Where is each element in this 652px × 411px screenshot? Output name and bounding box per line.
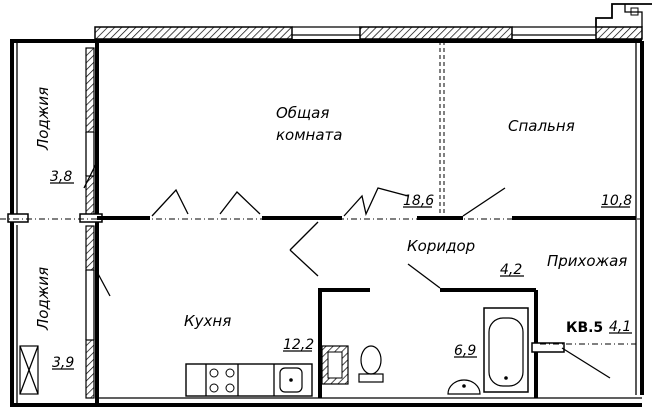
wash-basin	[447, 379, 481, 395]
toilet	[358, 345, 384, 383]
loggia-room-wall	[79, 41, 111, 405]
apartment-number: КВ.5	[566, 320, 603, 336]
loggia-top-name: Лоджия	[34, 87, 52, 151]
kitchen-name: Кухня	[184, 312, 231, 330]
bathtub	[483, 307, 529, 393]
top-exterior-wall	[94, 26, 643, 43]
bathroom-walls	[318, 263, 636, 398]
kitchen-counter	[185, 363, 313, 397]
corner-notch	[595, 3, 652, 27]
bottom-wall	[10, 397, 642, 407]
loggia-box	[19, 345, 39, 395]
corridor-area: 4,2	[500, 262, 522, 278]
kitchen-area: 12,2	[283, 337, 314, 353]
loggia-bottom-name: Лоджия	[34, 267, 52, 331]
bedroom-divider	[439, 41, 445, 218]
right-exterior-wall	[635, 41, 644, 395]
vent-shaft	[321, 345, 349, 385]
bathroom-label: 6,9	[454, 343, 477, 359]
hallway-label: Прихожая 4,1	[547, 252, 632, 335]
loggia-top-area: 3,8	[50, 169, 72, 185]
living-room-name-line1: Общая	[276, 104, 329, 122]
living-room-label: Общая комната 18,6	[276, 104, 434, 209]
bedroom-name: Спальня	[508, 117, 575, 135]
living-room-name-line2: комната	[276, 126, 342, 144]
loggia-top-label: Лоджия 3,8	[34, 87, 74, 185]
hallway-area: 4,1	[609, 319, 631, 335]
bathroom-area: 6,9	[454, 343, 476, 359]
kitchen-label: Кухня 12,2	[184, 312, 314, 353]
corridor-name: Коридор	[407, 237, 475, 255]
bedroom-area: 10,8	[601, 193, 632, 209]
loggia-bottom-label: Лоджия 3,9	[34, 267, 74, 371]
hallway-name: Прихожая	[547, 252, 627, 270]
loggia-bottom-area: 3,9	[52, 355, 74, 371]
living-room-area: 18,6	[403, 193, 434, 209]
corridor-label: Коридор 4,2	[407, 237, 524, 278]
loggia-walls	[7, 39, 95, 405]
bedroom-label: Спальня 10,8	[508, 117, 632, 209]
